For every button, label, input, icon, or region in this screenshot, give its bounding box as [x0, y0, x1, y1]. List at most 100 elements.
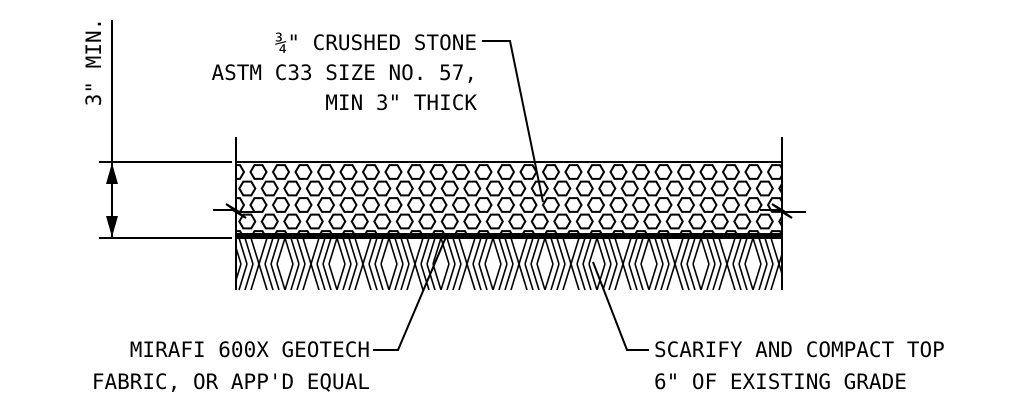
subgrade-hatch-stroke: [596, 238, 606, 265]
stone-hexagon: [485, 180, 504, 197]
stone-hexagon: [373, 213, 392, 230]
subgrade-hatch-stroke: [752, 263, 762, 290]
subgrade-hatch-stroke: [368, 263, 378, 290]
fabric-leader: [373, 236, 447, 351]
subgrade-hatch-stroke: [544, 289, 545, 290]
subgrade-hatch-stroke: [758, 238, 768, 265]
subgrade-hatch-stroke: [791, 212, 799, 238]
stone-hexagon: [521, 230, 536, 234]
stone-leader: [482, 40, 544, 203]
subgrade-hatch-stroke: [401, 289, 402, 290]
subgrade-hatch-stroke: [588, 238, 598, 265]
subgrade-hatch-stroke: [712, 238, 722, 265]
stone-hexagon: [676, 197, 696, 213]
subgrade-hatch-stroke: [700, 238, 710, 265]
subgrade-hatch-stroke: [459, 289, 460, 290]
stone-hexagon: [791, 198, 807, 212]
stone-hexagon: [643, 213, 662, 230]
subgrade-hatch-stroke: [550, 238, 560, 265]
stone-hexagon: [373, 180, 392, 197]
subgrade-hatch-stroke: [434, 289, 435, 290]
subgrade-hatch-stroke: [414, 263, 424, 290]
stone-hexagon: [406, 197, 426, 213]
stone-hexagon: [451, 197, 471, 213]
stone-hexagon: [451, 164, 471, 180]
subgrade-hatch-stroke: [492, 289, 493, 290]
subgrade-hatch-stroke: [706, 238, 716, 265]
subgrade-hatch-stroke: [557, 289, 558, 290]
stone-hexagon: [476, 230, 491, 234]
subgrade-hatch-stroke: [239, 289, 240, 290]
subgrade-hatch-stroke: [764, 238, 774, 265]
stone-hexagon: [238, 180, 257, 197]
subgrade-hatch-stroke: [770, 238, 780, 265]
stone-hexagon: [575, 180, 594, 197]
subgrade-hatch-stroke: [797, 264, 805, 290]
subgrade-hatch-stroke: [640, 263, 650, 290]
subgrade-hatch-stroke: [238, 263, 248, 290]
stone-hexagon: [361, 197, 381, 213]
stone-hexagon: [699, 197, 718, 213]
stone-hexagon: [350, 180, 369, 197]
stone-hexagon: [791, 231, 807, 245]
stone-hexagon: [530, 213, 549, 230]
subgrade-hatch-stroke: [544, 238, 554, 265]
subgrade-hatch-stroke: [797, 290, 805, 316]
subgrade-hatch-stroke: [726, 263, 736, 290]
subgrade-hatch-stroke: [504, 238, 514, 265]
subgrade-hatch-stroke: [752, 289, 753, 290]
subgrade-hatch-stroke: [440, 263, 450, 290]
subgrade-hatch-stroke: [310, 238, 320, 265]
stone-hexagon: [395, 180, 414, 197]
stone-hexagon: [305, 180, 324, 197]
subgrade-hatch-stroke: [584, 289, 585, 290]
subgrade-hatch-stroke: [530, 238, 540, 265]
stone-hexagon: [409, 230, 423, 234]
subgrade-hatch-stroke: [318, 289, 319, 290]
subgrade-hatch-stroke: [649, 289, 650, 290]
stone-hexagon: [474, 197, 493, 213]
right-break-line: [760, 203, 806, 219]
subgrade-hatch-stroke: [636, 289, 637, 290]
subgrade-hatch-stroke: [576, 238, 586, 265]
subgrade-hatch-stroke: [362, 263, 372, 290]
subgrade-hatch-stroke: [440, 289, 441, 290]
subgrade-hatch-stroke: [297, 289, 298, 290]
subgrade-hatch-stroke: [446, 238, 456, 265]
subgrade-hatch-stroke: [797, 238, 805, 264]
subgrade-hatch-stroke: [394, 263, 404, 290]
subgrade-hatch-stroke: [276, 238, 286, 265]
stone-hexagon: [496, 164, 516, 180]
subgrade-hatch-stroke: [536, 238, 546, 265]
fabric-label-line2: FABRIC, OR APP'D EQUAL: [92, 370, 370, 394]
subgrade-hatch-stroke: [562, 263, 572, 290]
stone-hexagon: [440, 213, 459, 230]
subgrade-hatch-stroke: [511, 289, 512, 290]
subgrade-hatch-stroke: [759, 289, 760, 290]
subgrade-hatch-stroke: [779, 290, 787, 316]
stone-hexagon: [249, 197, 268, 213]
stone-hexagon: [589, 230, 603, 234]
subgrade-hatch-stroke: [348, 263, 358, 290]
left-break-line: [213, 203, 260, 219]
subgrade-hatch-stroke: [238, 238, 248, 265]
stone-hexagon: [431, 230, 446, 234]
subgrade-hatch-stroke: [738, 263, 748, 290]
subgrade-hatch-stroke: [493, 289, 494, 290]
stone-hexagon: [654, 197, 673, 213]
subgrade-hatch-stroke: [258, 238, 268, 265]
stone-hexagon: [665, 213, 684, 230]
subgrade-hatch-stroke: [426, 263, 436, 290]
subgrade-hatch-stroke: [614, 238, 624, 265]
stone-hexagon: [544, 230, 558, 234]
subgrade-hatch-stroke: [362, 238, 372, 265]
stone-hexagon: [656, 230, 671, 234]
stone-hexagon: [283, 213, 302, 230]
subgrade-hatch-stroke: [752, 238, 762, 265]
stone-hexagon: [564, 197, 583, 213]
subgrade-hatch-stroke: [400, 263, 410, 290]
subgrade-hatch-stroke: [700, 263, 710, 290]
stone-label-line1: ¾" CRUSHED STONE: [275, 31, 477, 55]
stone-hexagon: [519, 164, 538, 180]
subgrade-hatch-stroke: [597, 289, 598, 290]
